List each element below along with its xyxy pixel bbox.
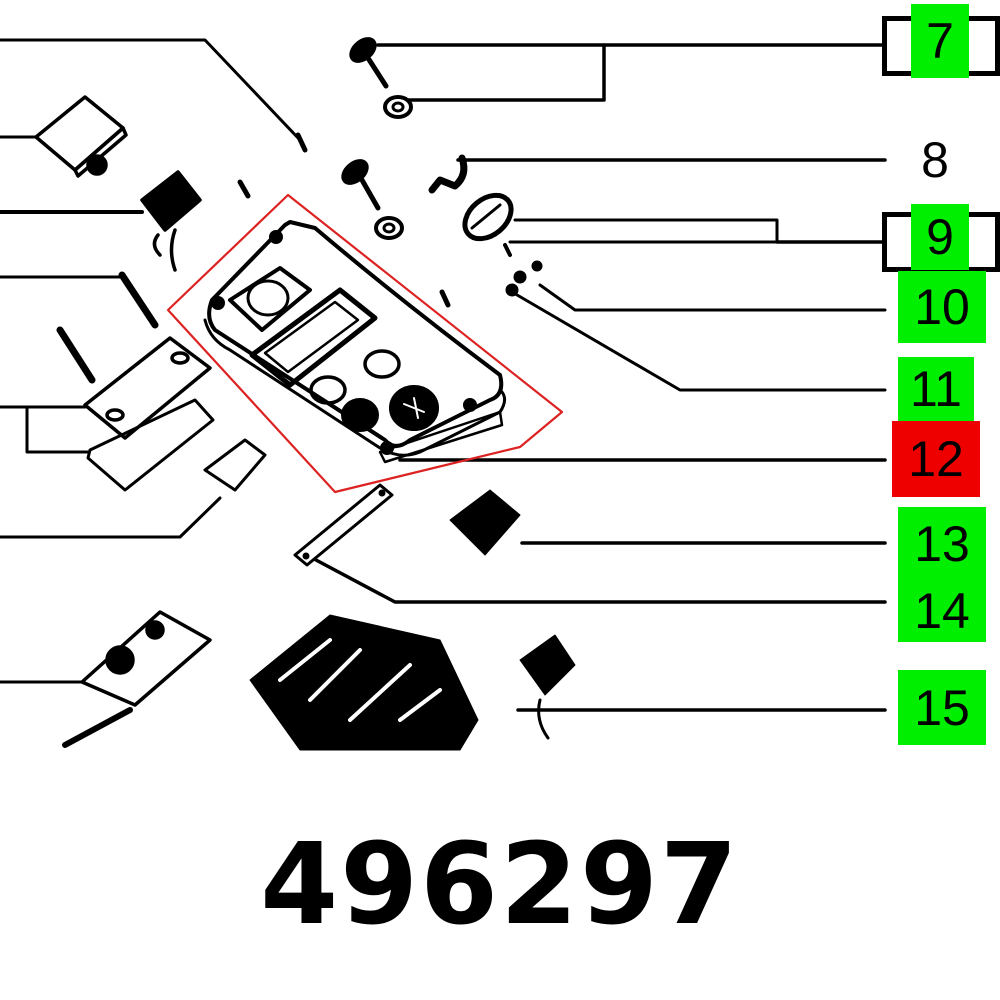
callout-9[interactable]: 9 — [911, 204, 969, 270]
callout-15[interactable]: 15 — [898, 670, 986, 745]
callout-7-text: 7 — [926, 13, 954, 69]
callout-13[interactable]: 13 — [898, 507, 986, 580]
key-lock-parts — [237, 37, 543, 308]
callout-10[interactable]: 10 — [898, 271, 986, 343]
callout-8[interactable]: 8 — [906, 130, 964, 190]
callout-11-text: 11 — [910, 361, 962, 417]
part-number: 496297 — [260, 820, 740, 950]
left-parts — [34, 95, 267, 748]
callout-9-text: 9 — [926, 209, 954, 265]
leader-lines-left — [0, 38, 302, 684]
highlight-outline-part-12 — [166, 193, 564, 494]
leader-lines-right — [314, 43, 887, 712]
callout-14-text: 14 — [914, 583, 970, 639]
callout-12-text: 12 — [908, 431, 964, 487]
callout-10-text: 10 — [914, 279, 970, 335]
bottom-parts — [249, 483, 576, 751]
callout-11[interactable]: 11 — [898, 357, 974, 421]
callout-15-text: 15 — [914, 679, 970, 736]
control-panel-housing — [203, 220, 507, 464]
callout-12[interactable]: 12 — [892, 421, 980, 497]
callout-8-text: 8 — [921, 132, 949, 188]
callout-13-text: 13 — [914, 515, 970, 572]
callout-14[interactable]: 14 — [898, 580, 986, 642]
callout-7[interactable]: 7 — [911, 4, 969, 78]
